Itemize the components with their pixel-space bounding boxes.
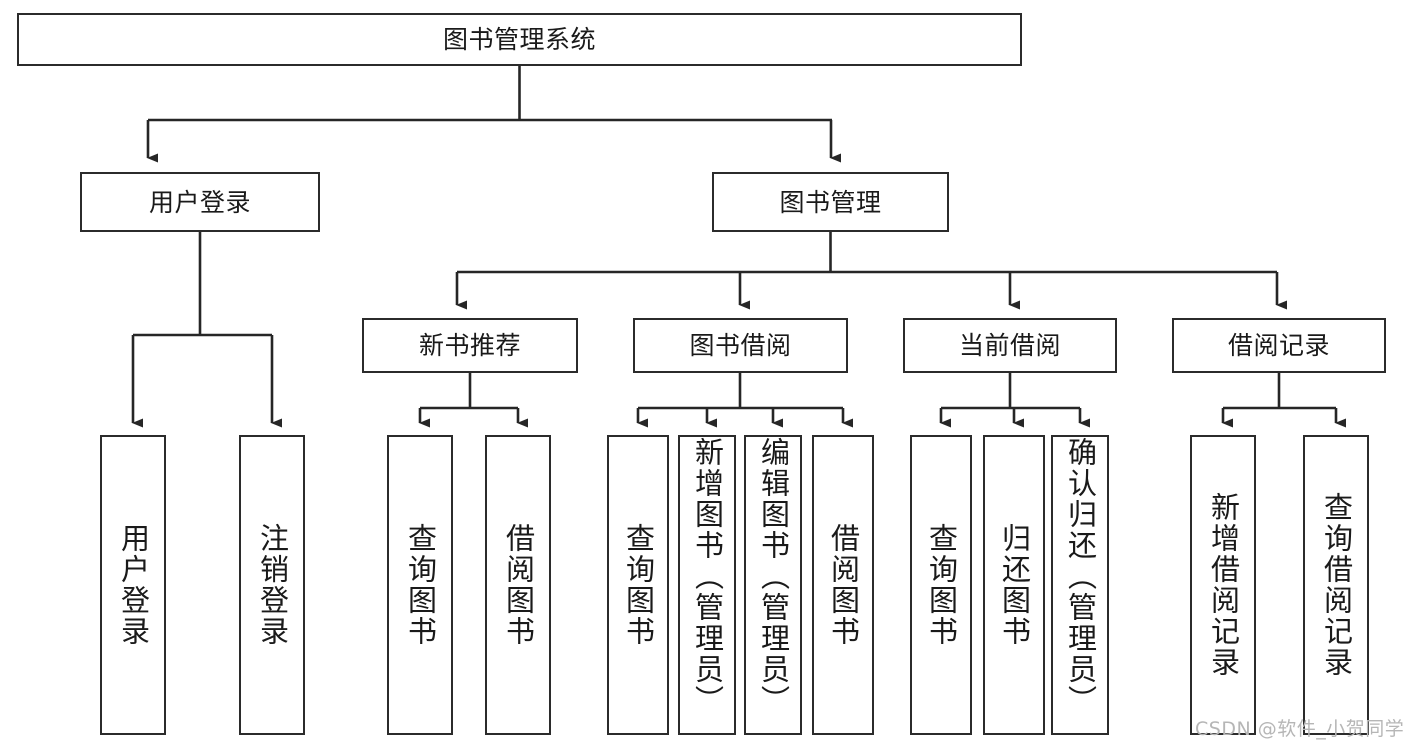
- node-book-management[interactable]: 图书管理: [712, 172, 949, 232]
- node-label: 查询图书: [403, 523, 438, 647]
- node-label: 查询图书: [621, 523, 656, 647]
- leaf-borrow-book-borrow[interactable]: 借阅图书: [812, 435, 874, 735]
- node-current-borrow[interactable]: 当前借阅: [903, 318, 1117, 373]
- leaf-confirm-return-admin[interactable]: 确认归还（管理员）: [1051, 435, 1109, 735]
- node-label: 注销登录: [255, 523, 290, 647]
- node-borrow-record[interactable]: 借阅记录: [1172, 318, 1386, 373]
- node-label: 图书借阅: [689, 331, 792, 360]
- leaf-borrow-book-new-rec[interactable]: 借阅图书: [485, 435, 551, 735]
- leaf-add-borrow-record[interactable]: 新增借阅记录: [1190, 435, 1256, 735]
- node-label: 确认归还（管理员）: [1063, 437, 1098, 716]
- node-user-login[interactable]: 用户登录: [80, 172, 320, 232]
- node-label: 当前借阅: [958, 331, 1061, 360]
- leaf-query-book-borrow[interactable]: 查询图书: [607, 435, 669, 735]
- node-label: 用户登录: [148, 187, 251, 217]
- node-label: 图书管理: [779, 187, 882, 217]
- node-label: 新书推荐: [418, 331, 521, 360]
- node-label: 查询图书: [924, 523, 959, 647]
- node-label: 编辑图书（管理员）: [756, 437, 791, 716]
- leaf-query-book-current[interactable]: 查询图书: [910, 435, 972, 735]
- node-book-borrow[interactable]: 图书借阅: [633, 318, 848, 373]
- leaf-add-book-admin[interactable]: 新增图书（管理员）: [678, 435, 736, 735]
- node-label: 用户登录: [116, 523, 151, 647]
- node-label: 查询借阅记录: [1319, 492, 1354, 678]
- watermark: CSDN @软件_小贺同学: [1195, 718, 1405, 740]
- node-label: 新增借阅记录: [1206, 492, 1241, 678]
- node-label: 借阅图书: [826, 523, 861, 647]
- node-label: 新增图书（管理员）: [690, 437, 725, 716]
- leaf-query-book-new-rec[interactable]: 查询图书: [387, 435, 453, 735]
- leaf-edit-book-admin[interactable]: 编辑图书（管理员）: [744, 435, 802, 735]
- leaf-return-book[interactable]: 归还图书: [983, 435, 1045, 735]
- node-root-book-management-system[interactable]: 图书管理系统: [17, 13, 1022, 66]
- node-new-book-recommendation[interactable]: 新书推荐: [362, 318, 578, 373]
- leaf-user-login[interactable]: 用户登录: [100, 435, 166, 735]
- leaf-query-borrow-record[interactable]: 查询借阅记录: [1303, 435, 1369, 735]
- leaf-logout[interactable]: 注销登录: [239, 435, 305, 735]
- node-label: 借阅记录: [1227, 331, 1330, 360]
- node-label: 图书管理系统: [442, 25, 596, 54]
- node-label: 借阅图书: [501, 523, 536, 647]
- node-label: 归还图书: [997, 523, 1032, 647]
